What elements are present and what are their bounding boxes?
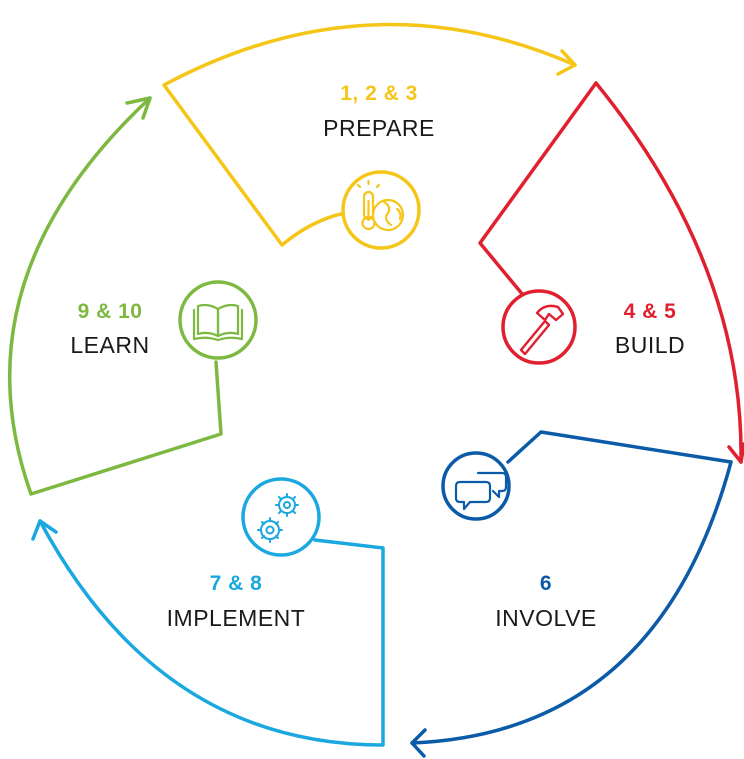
label-learn: 9 & 10 LEARN [70, 300, 149, 358]
involve-title: INVOLVE [495, 605, 597, 631]
prepare-title: PREPARE [323, 115, 435, 141]
gears-icon [241, 477, 321, 557]
label-prepare: 1, 2 & 3 PREPARE [323, 82, 435, 141]
hammer-icon [501, 289, 577, 365]
prepare-numbers: 1, 2 & 3 [340, 82, 418, 105]
prepare-arrowhead [556, 49, 577, 76]
segment-learn [7, 96, 223, 496]
involve-numbers: 6 [540, 572, 552, 595]
implement-arrowhead [31, 519, 58, 541]
thermometer-globe-icon [341, 170, 421, 250]
segment-implement [31, 519, 385, 747]
implement-numbers: 7 & 8 [210, 572, 263, 595]
segment-involve-outline [410, 430, 733, 745]
learn-title: LEARN [70, 332, 149, 358]
build-arrowhead [727, 442, 744, 464]
segment-involve [410, 430, 733, 758]
label-build: 4 & 5 BUILD [615, 300, 685, 358]
learn-numbers: 9 & 10 [78, 300, 143, 323]
involve-arrowhead [410, 728, 427, 758]
label-involve: 6 INVOLVE [495, 572, 597, 631]
segment-implement-outline [38, 519, 385, 747]
segment-prepare [162, 22, 577, 247]
segment-prepare-outline [162, 22, 577, 247]
speech-bubbles-icon [441, 451, 511, 521]
segment-learn-outline [7, 96, 223, 496]
segment-build-outline [478, 81, 743, 464]
build-numbers: 4 & 5 [624, 300, 677, 323]
build-title: BUILD [615, 332, 685, 358]
label-implement: 7 & 8 IMPLEMENT [167, 572, 306, 631]
implement-title: IMPLEMENT [167, 605, 306, 631]
segment-build [478, 81, 744, 464]
learn-arrowhead [125, 96, 152, 120]
open-book-icon [178, 280, 258, 360]
